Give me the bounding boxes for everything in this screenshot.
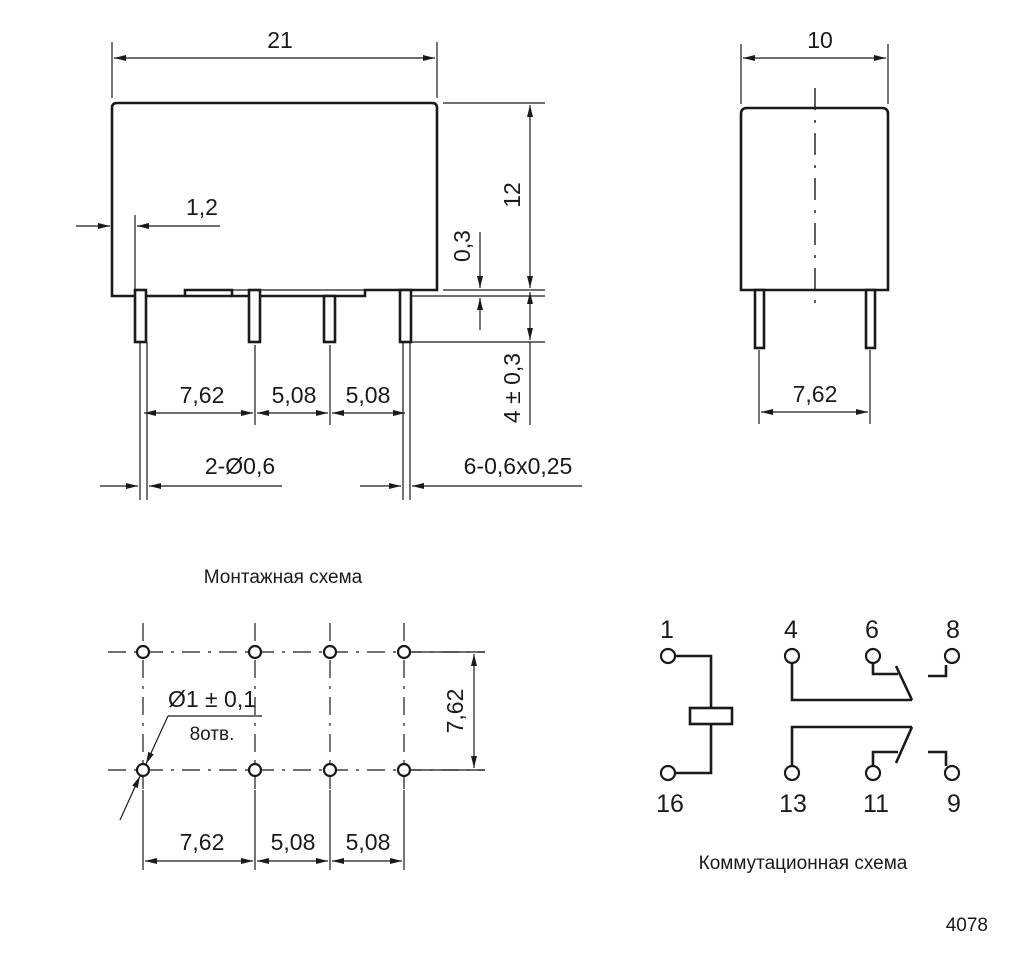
terminal-13 xyxy=(783,764,801,782)
pin-number-16: 16 xyxy=(656,790,684,818)
hole-leader-top xyxy=(145,715,169,765)
dim-flat-pin: 6-0,6x0,25 xyxy=(464,453,573,479)
pin-flat-2 xyxy=(322,294,337,344)
terminal-9 xyxy=(943,764,961,782)
mount-hole xyxy=(247,644,263,660)
dim-mount-pitch-5-08-b: 5,08 xyxy=(346,829,391,855)
dim-standoff-0-3: 0,3 xyxy=(449,230,475,262)
hole-diameter-label: Ø1 ± 0,1 xyxy=(168,686,256,712)
terminal-1 xyxy=(659,647,677,665)
common-wire-4 xyxy=(790,663,912,702)
dim-pitch-5-08-a: 5,08 xyxy=(272,382,317,408)
hole-count-label: 8отв. xyxy=(190,724,235,745)
dim-side-pitch-7-62: 7,62 xyxy=(793,381,838,407)
side-pin-left xyxy=(753,288,766,350)
mount-hole xyxy=(247,762,263,778)
terminal-16 xyxy=(659,764,677,782)
pin-number-8: 8 xyxy=(946,616,960,644)
dim-mount-pitch-7-62: 7,62 xyxy=(180,829,225,855)
side-view: 10 7,62 xyxy=(739,27,890,424)
mount-hole xyxy=(135,644,151,660)
dim-pitch-7-62: 7,62 xyxy=(180,382,225,408)
no-wire-8 xyxy=(928,665,948,678)
dim-row-pitch-7-62: 7,62 xyxy=(442,689,468,734)
hole-leader-bottom xyxy=(119,775,141,821)
side-pin-right xyxy=(864,288,877,350)
mount-hole xyxy=(396,644,412,660)
switching-title: Коммутационная схема xyxy=(699,853,908,874)
dim-side-width-10: 10 xyxy=(807,27,833,53)
dim-pin-length: 4 ± 0,3 xyxy=(499,353,525,423)
coil-wire-bottom xyxy=(676,724,713,775)
dim-pitch-5-08-b: 5,08 xyxy=(346,382,391,408)
pin-number-13: 13 xyxy=(779,790,807,818)
pin-round-1 xyxy=(133,288,148,344)
terminal-11 xyxy=(864,764,882,782)
terminal-4 xyxy=(783,647,801,665)
dim-stub-1-2: 1,2 xyxy=(186,194,218,220)
pin-number-9: 9 xyxy=(947,790,961,818)
mount-hole xyxy=(322,762,338,778)
mount-hole xyxy=(322,644,338,660)
pin-round-2 xyxy=(398,288,413,344)
mount-hole xyxy=(396,762,412,778)
nc-wire-11 xyxy=(871,750,898,766)
mounting-diagram: Монтажная схема Ø1 ± 0,1 8отв. 7,62 xyxy=(108,567,485,870)
coil-symbol xyxy=(688,706,734,726)
dim-mount-pitch-5-08-a: 5,08 xyxy=(271,829,316,855)
coil-wire-top xyxy=(676,654,713,708)
pin-flat-1 xyxy=(247,288,262,344)
relay-body-front xyxy=(110,101,439,298)
mounting-title: Монтажная схема xyxy=(204,567,363,588)
switching-diagram: 1 4 6 8 16 13 11 9 Коммутационная схема xyxy=(656,616,961,874)
part-number: 4078 xyxy=(946,915,988,936)
nc-wire-6 xyxy=(871,662,898,676)
pin-number-6: 6 xyxy=(865,616,879,644)
common-wire-13 xyxy=(790,725,912,766)
pin-number-11: 11 xyxy=(863,790,889,818)
no-wire-9 xyxy=(928,750,948,766)
front-view: 21 12 0,3 4 ± 0,3 1,2 7,62 5,08 xyxy=(76,27,582,500)
dim-width-21: 21 xyxy=(267,27,293,53)
switch-blade-1 xyxy=(894,665,914,701)
dim-height-12: 12 xyxy=(499,182,525,208)
terminal-8 xyxy=(943,647,961,665)
switch-blade-2 xyxy=(894,726,914,764)
mount-hole xyxy=(135,762,151,778)
dim-round-pin: 2-Ø0,6 xyxy=(205,453,275,479)
pin-number-4: 4 xyxy=(784,616,798,644)
pin-number-1: 1 xyxy=(660,616,674,644)
terminal-6 xyxy=(864,647,882,665)
